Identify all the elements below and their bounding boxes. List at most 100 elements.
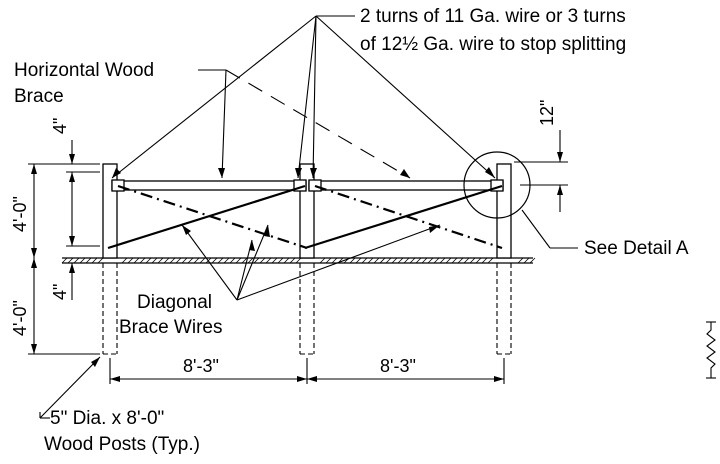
ground-hatch-line [91,257,98,264]
ground-hatch-line [379,257,386,264]
ground-hatch-line [163,257,170,264]
left-post [102,163,118,259]
ground-hatch-line [433,257,440,264]
ground-hatch-line [151,257,158,264]
ground-hatch-line [241,257,248,264]
ground-hatch-line [373,257,380,264]
dim-detail-offset: 12" [537,100,557,126]
ground-hatch-line [523,257,530,264]
ground-hatch-line [445,257,452,264]
posts-above-ground [102,163,512,259]
wire-note-line1: 2 turns of 11 Ga. wire or 3 turns [360,6,626,27]
ground-hatch-line [385,257,392,264]
span-dimensions [109,358,505,384]
dim-span-right: 8'-3" [380,356,416,376]
ground-hatch-line [529,257,536,264]
ground-hatch-line [295,257,302,264]
ground-hatch-line [469,257,476,264]
ground-hatch-line [187,257,194,264]
middle-post [299,163,315,259]
horizontal-brace-line1: Horizontal Wood [14,60,154,81]
dim-span-left: 8'-3" [183,356,219,376]
ground-hatch-line [355,257,362,264]
ground-hatch-line [133,257,140,264]
ground-line [61,257,536,264]
ground-hatch-line [211,257,218,264]
ground-hatch-line [331,257,338,264]
ground-hatch-line [247,257,254,264]
detail-dimension [514,130,568,212]
ground-hatch-line [175,257,182,264]
ground-hatch-line [97,257,104,264]
ground-hatch-line [73,257,80,264]
see-detail-a-label: See Detail A [584,238,689,259]
dim-above-ground: 4'-0" [10,196,30,232]
ground-hatch-line [67,257,74,264]
posts-line1: 5" Dia. x 8'-0" [50,408,164,429]
right-post [496,163,512,259]
ground-hatch-line [289,257,296,264]
ground-hatch-line [319,257,326,264]
ground-hatch-line [253,257,260,264]
ground-hatch-line [229,257,236,264]
ground-hatch-line [367,257,374,264]
wire-note-leaders [111,15,496,179]
ground-hatch-line [223,257,230,264]
ground-hatch-line [409,257,416,264]
ground-hatch-line [181,257,188,264]
ground-hatch-line [259,257,266,264]
left-brace [111,180,307,191]
ground-hatch-line [157,257,164,264]
dim-top-offset: 4" [50,118,70,134]
ground-hatch-line [457,257,464,264]
right-brace [308,180,504,191]
ground-hatch-line [235,257,242,264]
ground-hatch-line [139,257,146,264]
ground-hatch-line [361,257,368,264]
ground-hatch-line [193,257,200,264]
ground-hatch-line [427,257,434,264]
ground-hatch-line [85,257,92,264]
ground-hatch-line [127,257,134,264]
ground-hatch-line [421,257,428,264]
ground-hatch-line [463,257,470,264]
diagonal-line1: Diagonal [137,292,212,313]
left-dimensions [28,140,100,355]
break-mark [706,321,716,379]
ground-hatch-line [121,257,128,264]
posts-line2: Wood Posts (Typ.) [44,434,200,455]
ground-hatch-line [283,257,290,264]
ground-hatch-line [199,257,206,264]
posts-below-ground [102,263,512,355]
ground-hatch-line [517,257,524,264]
ground-hatch-line [487,257,494,264]
ground-hatch-line [415,257,422,264]
ground-hatch-line [403,257,410,264]
ground-hatch-line [439,257,446,264]
ground-hatch-line [349,257,356,264]
ground-hatch-line [397,257,404,264]
dim-bottom-offset: 4" [50,284,70,300]
ground-hatch-line [481,257,488,264]
ground-hatch-line [61,257,68,264]
ground-hatch-line [271,257,278,264]
ground-hatch-line [217,257,224,264]
ground-hatch-line [169,257,176,264]
ground-hatch-line [325,257,332,264]
horizontal-brace-line2: Brace [14,86,64,107]
wire-note-line2: of 12½ Ga. wire to stop splitting [360,34,626,55]
ground-hatch-line [79,257,86,264]
ground-hatch-line [475,257,482,264]
detail-leader [521,209,551,249]
ground-hatch-line [145,257,152,264]
diagonal-brace-wires [107,184,503,250]
ground-hatch-line [451,257,458,264]
ground-hatch-line [391,257,398,264]
ground-hatch-line [277,257,284,264]
diagonal-line2: Brace Wires [119,317,222,338]
posts-leader [39,356,101,419]
ground-hatch-line [265,257,272,264]
horizontal-brace-leaders [198,69,411,179]
